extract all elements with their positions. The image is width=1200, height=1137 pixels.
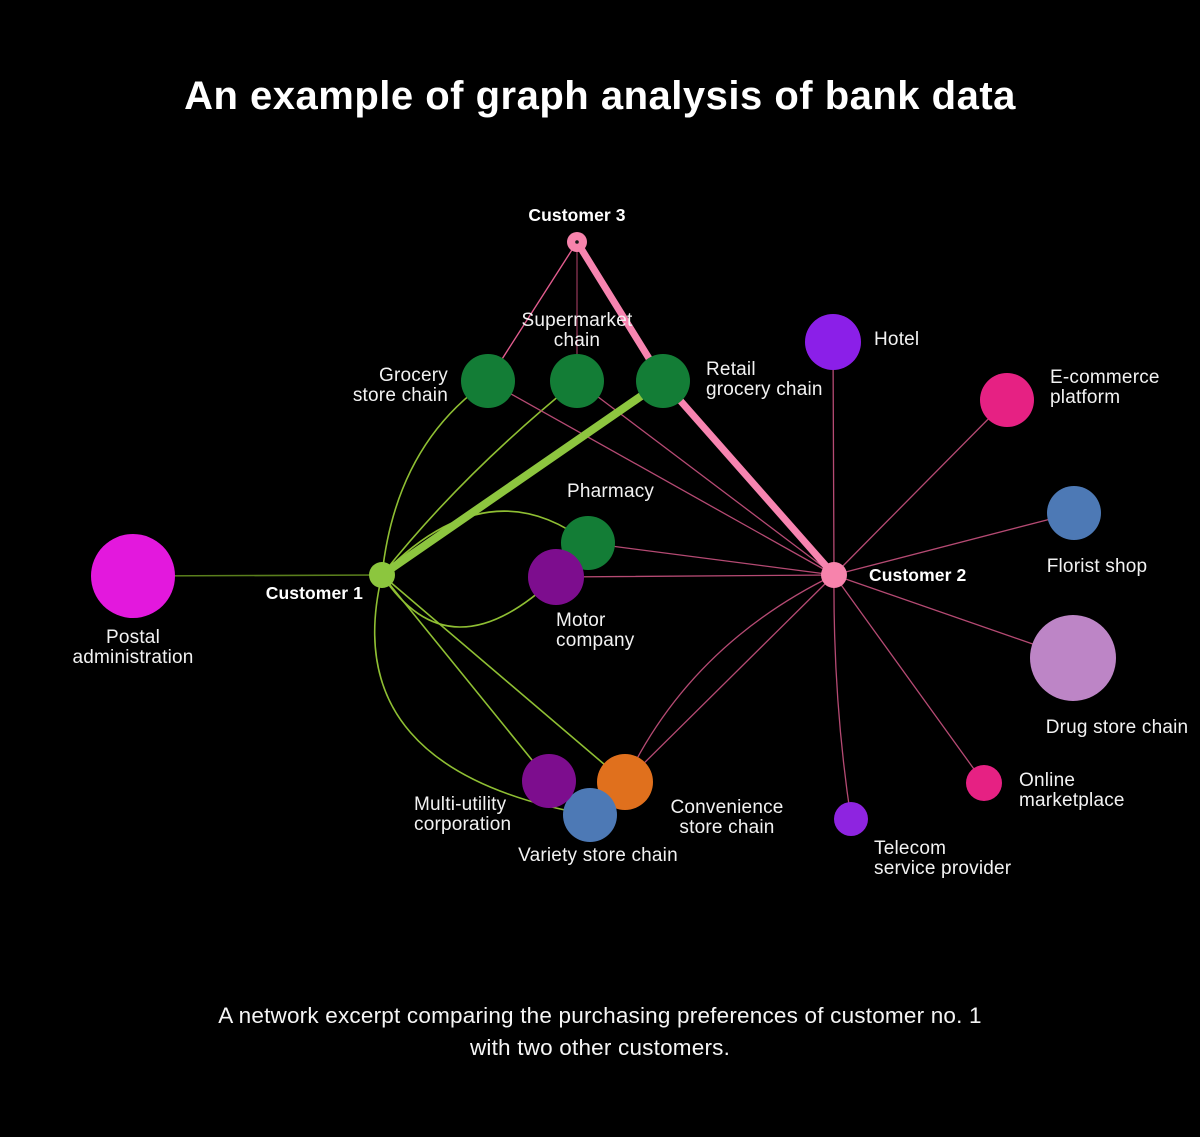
node-online <box>966 765 1002 801</box>
edge-customer3-grocery <box>487 241 578 382</box>
node-multiutility <box>522 754 576 808</box>
edge-customer2-ecommerce <box>833 399 1008 576</box>
edge-customer1-variety <box>373 574 591 816</box>
node-drugstore <box>1030 615 1116 701</box>
edge-customer2-motor <box>555 574 835 578</box>
node-postal <box>91 534 175 618</box>
edge-customer1-retail <box>378 377 667 579</box>
node-telecom <box>834 802 868 836</box>
edge-customer1-pharmacy <box>381 510 589 576</box>
edge-customer2-hotel <box>832 341 835 576</box>
caption-line-1: A network excerpt comparing the purchasi… <box>218 1003 982 1028</box>
edge-customer2-grocery <box>487 380 835 576</box>
edge-customer2-convenience <box>624 574 835 783</box>
edge-customer1-grocery <box>381 380 489 576</box>
node-customer3-center-dot <box>575 240 579 244</box>
edge-customer1-convenience <box>381 574 626 783</box>
node-convenience <box>597 754 653 810</box>
edge-customer1-supermarket <box>381 380 578 576</box>
node-motor <box>528 549 584 605</box>
node-customer2 <box>821 562 847 588</box>
edge-customer2-convenience-2 <box>624 574 835 783</box>
node-customer1 <box>369 562 395 588</box>
page-title: An example of graph analysis of bank dat… <box>184 74 1016 118</box>
caption-line-2: with two other customers. <box>469 1035 731 1060</box>
edge-customer1-multiutility <box>381 574 550 782</box>
figure-caption: A network excerpt comparing the purchasi… <box>0 1000 1200 1064</box>
node-ecommerce <box>980 373 1034 427</box>
edge-customer2-pharmacy <box>587 542 835 576</box>
node-grocery <box>461 354 515 408</box>
node-hotel <box>805 314 861 370</box>
edge-customer2-online <box>833 574 985 784</box>
node-variety <box>563 788 617 842</box>
edge-customer2-florist <box>833 512 1075 576</box>
edge-customer2-telecom <box>833 574 852 820</box>
node-supermarket <box>550 354 604 408</box>
node-florist <box>1047 486 1101 540</box>
node-retail <box>636 354 690 408</box>
edge-retail-customer2 <box>659 377 838 579</box>
edge-customer3-retail <box>573 238 667 385</box>
